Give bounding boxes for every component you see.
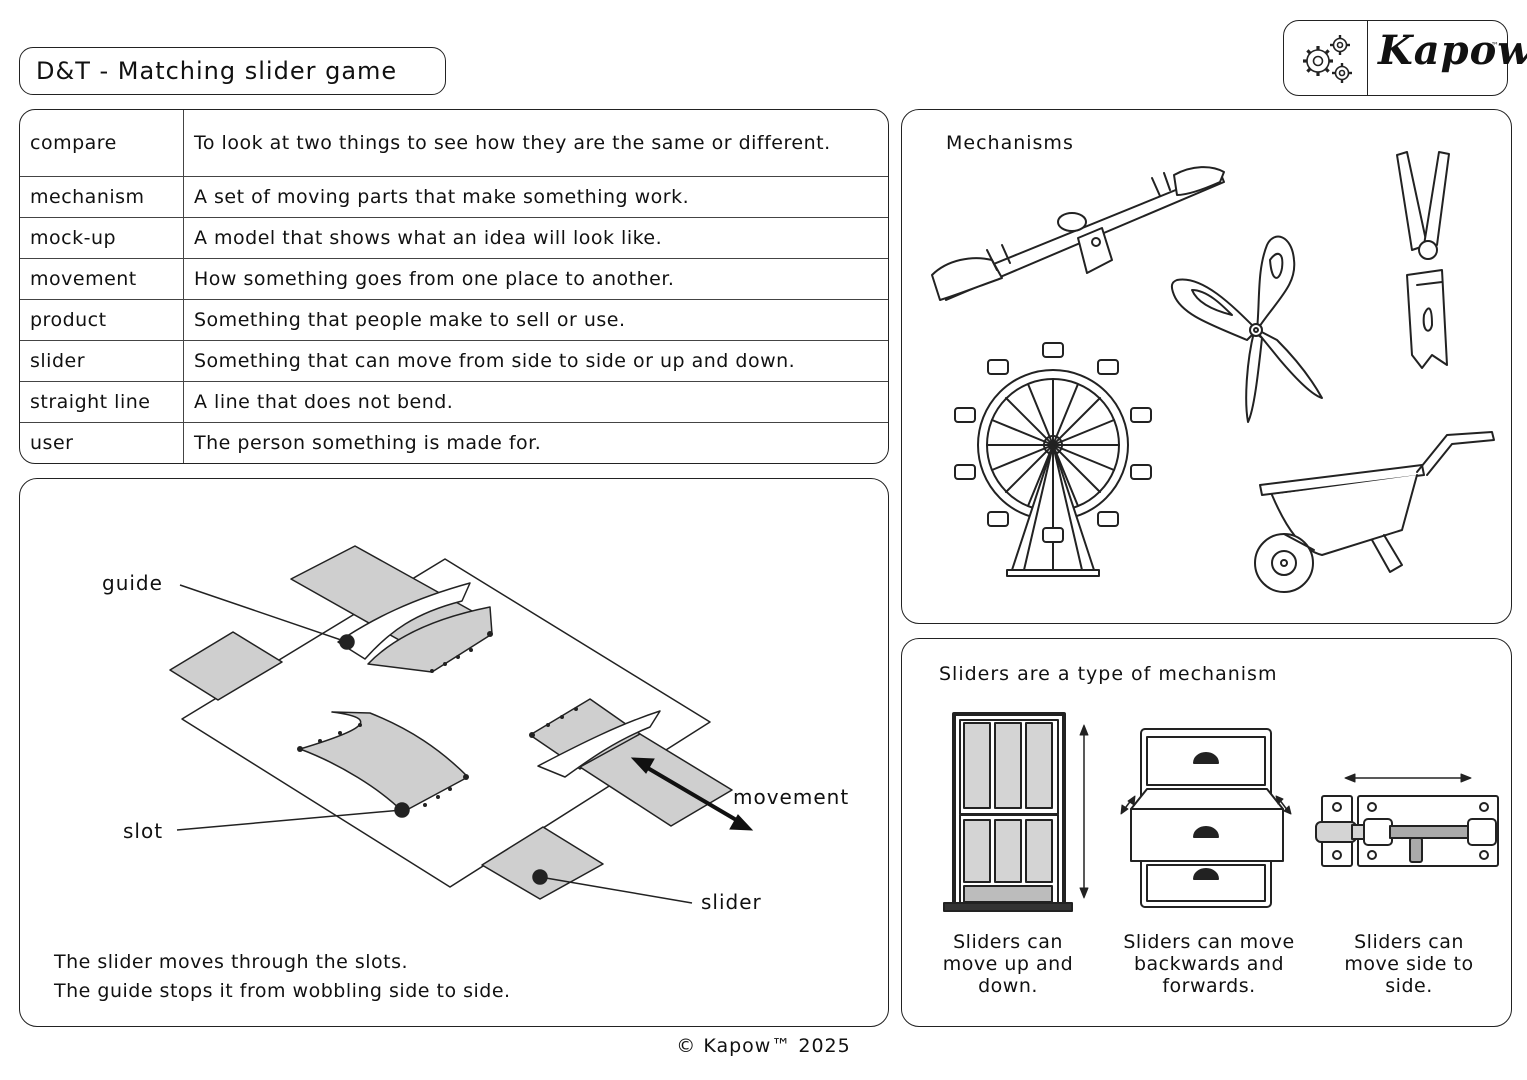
chest-of-drawers-icon bbox=[1120, 728, 1292, 908]
wheelbarrow-icon bbox=[1254, 431, 1495, 593]
vocab-term: movement bbox=[20, 258, 184, 300]
table-row: slider Something that can move from side… bbox=[20, 340, 888, 382]
vocab-definition: The person something is made for. bbox=[194, 432, 542, 455]
slider-examples bbox=[943, 712, 1499, 912]
vocab-definition: Something that can move from side to sid… bbox=[183, 340, 888, 382]
label-slot: slot bbox=[123, 819, 164, 843]
vocab-term: user bbox=[20, 422, 184, 463]
slider-right bbox=[579, 733, 733, 827]
page-title: D&T - Matching slider game bbox=[36, 57, 398, 85]
middle-slot bbox=[299, 711, 469, 813]
mechanisms-panel: Mechanisms bbox=[901, 109, 1512, 624]
caption-up-down: Sliders can move up and down. bbox=[942, 931, 1074, 997]
ferris-wheel-icon bbox=[954, 342, 1152, 577]
vocab-definition: How something goes from one place to ano… bbox=[183, 258, 888, 300]
vocab-term: compare bbox=[20, 110, 184, 177]
sliders-panel: Sliders are a type of mechanism bbox=[901, 638, 1512, 1027]
slider-tail-bottom bbox=[481, 826, 604, 900]
diagram-note-2: The guide stops it from wobbling side to… bbox=[54, 980, 511, 1002]
table-row: user The person something is made for. bbox=[20, 422, 888, 463]
vocab-definition: A set of moving parts that make somethin… bbox=[183, 176, 888, 218]
vocab-definition: A line that does not bend. bbox=[183, 381, 888, 424]
caption-backwards-forwards: Sliders can move backwards and forwards. bbox=[1123, 931, 1295, 997]
table-row: product Something that people make to se… bbox=[20, 299, 888, 341]
table-row: straight line A line that does not bend. bbox=[20, 381, 888, 424]
vocab-term: straight line bbox=[20, 381, 184, 424]
guide-top-front bbox=[367, 606, 493, 673]
logo-trademark: ™ bbox=[1491, 41, 1499, 50]
slider-diagram-panel: guide slot movement slider The slider mo… bbox=[19, 478, 889, 1027]
table-row: mechanism A set of moving parts that mak… bbox=[20, 176, 888, 218]
table-row: movement How something goes from one pla… bbox=[20, 258, 888, 300]
logo-text: Kapow bbox=[1378, 27, 1527, 74]
sliders-title: Sliders are a type of mechanism bbox=[939, 663, 1278, 685]
gears-icon bbox=[1303, 35, 1352, 83]
vocab-term: mechanism bbox=[20, 176, 184, 218]
door-bolt-icon bbox=[1315, 773, 1499, 867]
vocab-definition: To look at two things to see how they ar… bbox=[183, 110, 888, 177]
scissors-icon bbox=[1170, 235, 1323, 423]
label-movement: movement bbox=[733, 785, 850, 809]
mechanisms-title: Mechanisms bbox=[946, 132, 1074, 154]
guide-top-band bbox=[337, 582, 471, 660]
vocab-definition: A model that shows what an idea will loo… bbox=[183, 217, 888, 259]
label-slider: slider bbox=[701, 890, 762, 914]
label-guide: guide bbox=[102, 571, 163, 595]
guide-right-band bbox=[537, 710, 661, 778]
vocab-term: mock-up bbox=[20, 217, 184, 259]
kapow-logo: Kapow ™ bbox=[1283, 20, 1527, 96]
vocab-term: product bbox=[20, 299, 184, 341]
slider-tail-top bbox=[169, 631, 283, 701]
logo-divider bbox=[1367, 21, 1368, 95]
seesaw-icon bbox=[931, 166, 1225, 301]
vocab-definition: Something that people make to sell or us… bbox=[183, 299, 888, 341]
slider-diagram bbox=[169, 545, 754, 904]
table-row: mock-up A model that shows what an idea … bbox=[20, 217, 888, 259]
caption-side-to-side: Sliders can move side to side. bbox=[1344, 931, 1474, 997]
mechanism-drawings bbox=[931, 151, 1495, 593]
vocab-term: slider bbox=[20, 340, 184, 382]
diagram-note-1: The slider moves through the slots. bbox=[54, 951, 409, 973]
clothes-peg-icon bbox=[1396, 151, 1450, 369]
sash-window-icon bbox=[943, 712, 1089, 912]
title-box: D&T - Matching slider game bbox=[19, 47, 446, 95]
copyright-footer: © Kapow™ 2025 bbox=[676, 1035, 851, 1057]
table-row: compare To look at two things to see how… bbox=[20, 110, 888, 177]
vocabulary-table: compare To look at two things to see how… bbox=[19, 109, 889, 464]
